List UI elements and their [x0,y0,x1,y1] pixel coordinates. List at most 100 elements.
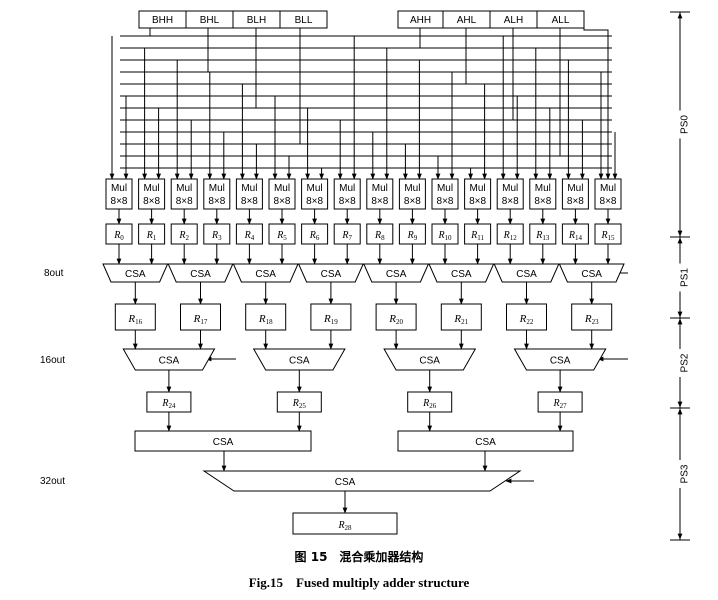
mul-box-12 [496,178,524,210]
mul-label-10: Mul [437,183,453,194]
mul-size-7: 8×8 [339,196,356,207]
mul-box-13 [529,178,557,210]
register-r12-label: R12 [503,230,518,242]
register-r5 [268,223,296,245]
register-r12 [496,223,524,245]
csa-l3-1-label: CSA [475,437,496,448]
register-r26 [407,391,453,413]
csa-l2-0-label: CSA [159,356,180,367]
mul-label-6: Mul [307,183,323,194]
stage-label-bg [677,110,691,139]
mul-size-6: 8×8 [306,196,323,207]
register-r14 [561,223,589,245]
register-r25-label: R25 [292,398,307,410]
register-r4-label: R4 [244,230,255,242]
input-bhh-label: BHH [152,15,173,26]
register-r20-label: R20 [388,313,403,326]
csa-l1-2-label: CSA [255,269,276,280]
mul-label-14: Mul [567,183,583,194]
csa-l1-2 [232,263,299,283]
csa-l1-0-label: CSA [125,269,146,280]
register-r25 [276,391,322,413]
csa-l1-4-label: CSA [386,269,407,280]
csa-l2-2 [383,348,477,371]
csa-l3-0 [134,430,312,452]
mul-box-8 [366,178,394,210]
label-8out: 8out [44,268,64,279]
mul-box-1 [138,178,166,210]
mul-size-5: 8×8 [274,196,291,207]
mul-box-2 [170,178,198,210]
csa-l1-1-label: CSA [190,269,211,280]
register-r10-label: R10 [437,230,452,242]
register-r6-label: R6 [309,230,320,242]
csa-l1-6 [493,263,560,283]
register-r13-label: R13 [535,230,550,242]
input-all [536,10,585,29]
register-r28-label: R28 [337,520,352,532]
register-r15-label: R15 [600,230,615,242]
mul-label-7: Mul [339,183,355,194]
register-r26-label: R26 [422,398,437,410]
csa-l2-2-label: CSA [419,356,440,367]
csa-l1-5-label: CSA [451,269,472,280]
mul-label-1: Mul [144,183,160,194]
stage-label-bg [677,349,691,377]
register-r20 [375,303,417,331]
mul-label-12: Mul [502,183,518,194]
mul-size-9: 8×8 [404,196,421,207]
register-r8-label: R8 [374,230,385,242]
mul-size-8: 8×8 [371,196,388,207]
all-return-wire [583,28,611,180]
mul-size-0: 8×8 [111,196,128,207]
register-r3-label: R3 [211,230,222,242]
register-r2 [170,223,198,245]
input-alh-label: ALH [504,15,523,26]
input-bll [279,10,328,29]
register-r23 [571,303,613,331]
csa-l1-0 [102,263,169,283]
input-bhl-label: BHL [200,15,220,26]
mul-size-15: 8×8 [600,196,617,207]
register-r0-label: R0 [113,230,124,242]
register-r9 [398,223,426,245]
stage-label-ps3: PS3 [680,464,691,483]
csa-l1-5 [428,263,495,283]
mul-box-11 [464,178,492,210]
register-r14-label: R14 [568,230,583,242]
register-r18 [245,303,287,331]
register-r21 [440,303,482,331]
csa-l1-1 [167,263,234,283]
register-r11-label: R11 [470,230,484,242]
input-all-label: ALL [552,15,570,26]
register-r7 [333,223,361,245]
mul-box-7 [333,178,361,210]
mul-box-14 [561,178,589,210]
mul-box-5 [268,178,296,210]
input-ahl-label: AHL [457,15,477,26]
register-r10 [431,223,459,245]
mul-size-1: 8×8 [143,196,160,207]
register-r8 [366,223,394,245]
csa-l1-3 [297,263,364,283]
csa-l1-3-label: CSA [321,269,342,280]
register-r23-label: R23 [584,313,599,326]
stage-label-ps0: PS0 [680,115,691,134]
register-r1-label: R1 [146,230,157,242]
label-16out: 16out [40,355,65,366]
mul-size-4: 8×8 [241,196,258,207]
label-32out: 32out [40,476,65,487]
mul-size-10: 8×8 [437,196,454,207]
register-r19 [310,303,352,331]
register-r17 [180,303,221,331]
mul-label-11: Mul [470,183,486,194]
register-r4 [235,223,263,245]
mul-label-8: Mul [372,183,388,194]
register-r21-label: R21 [453,313,468,326]
input-bll-label: BLL [295,15,313,26]
csa-final-label: CSA [335,477,356,488]
csa-l1-7-label: CSA [581,269,602,280]
register-r1 [138,223,166,245]
mul-size-14: 8×8 [567,196,584,207]
register-r19-label: R19 [323,313,338,326]
